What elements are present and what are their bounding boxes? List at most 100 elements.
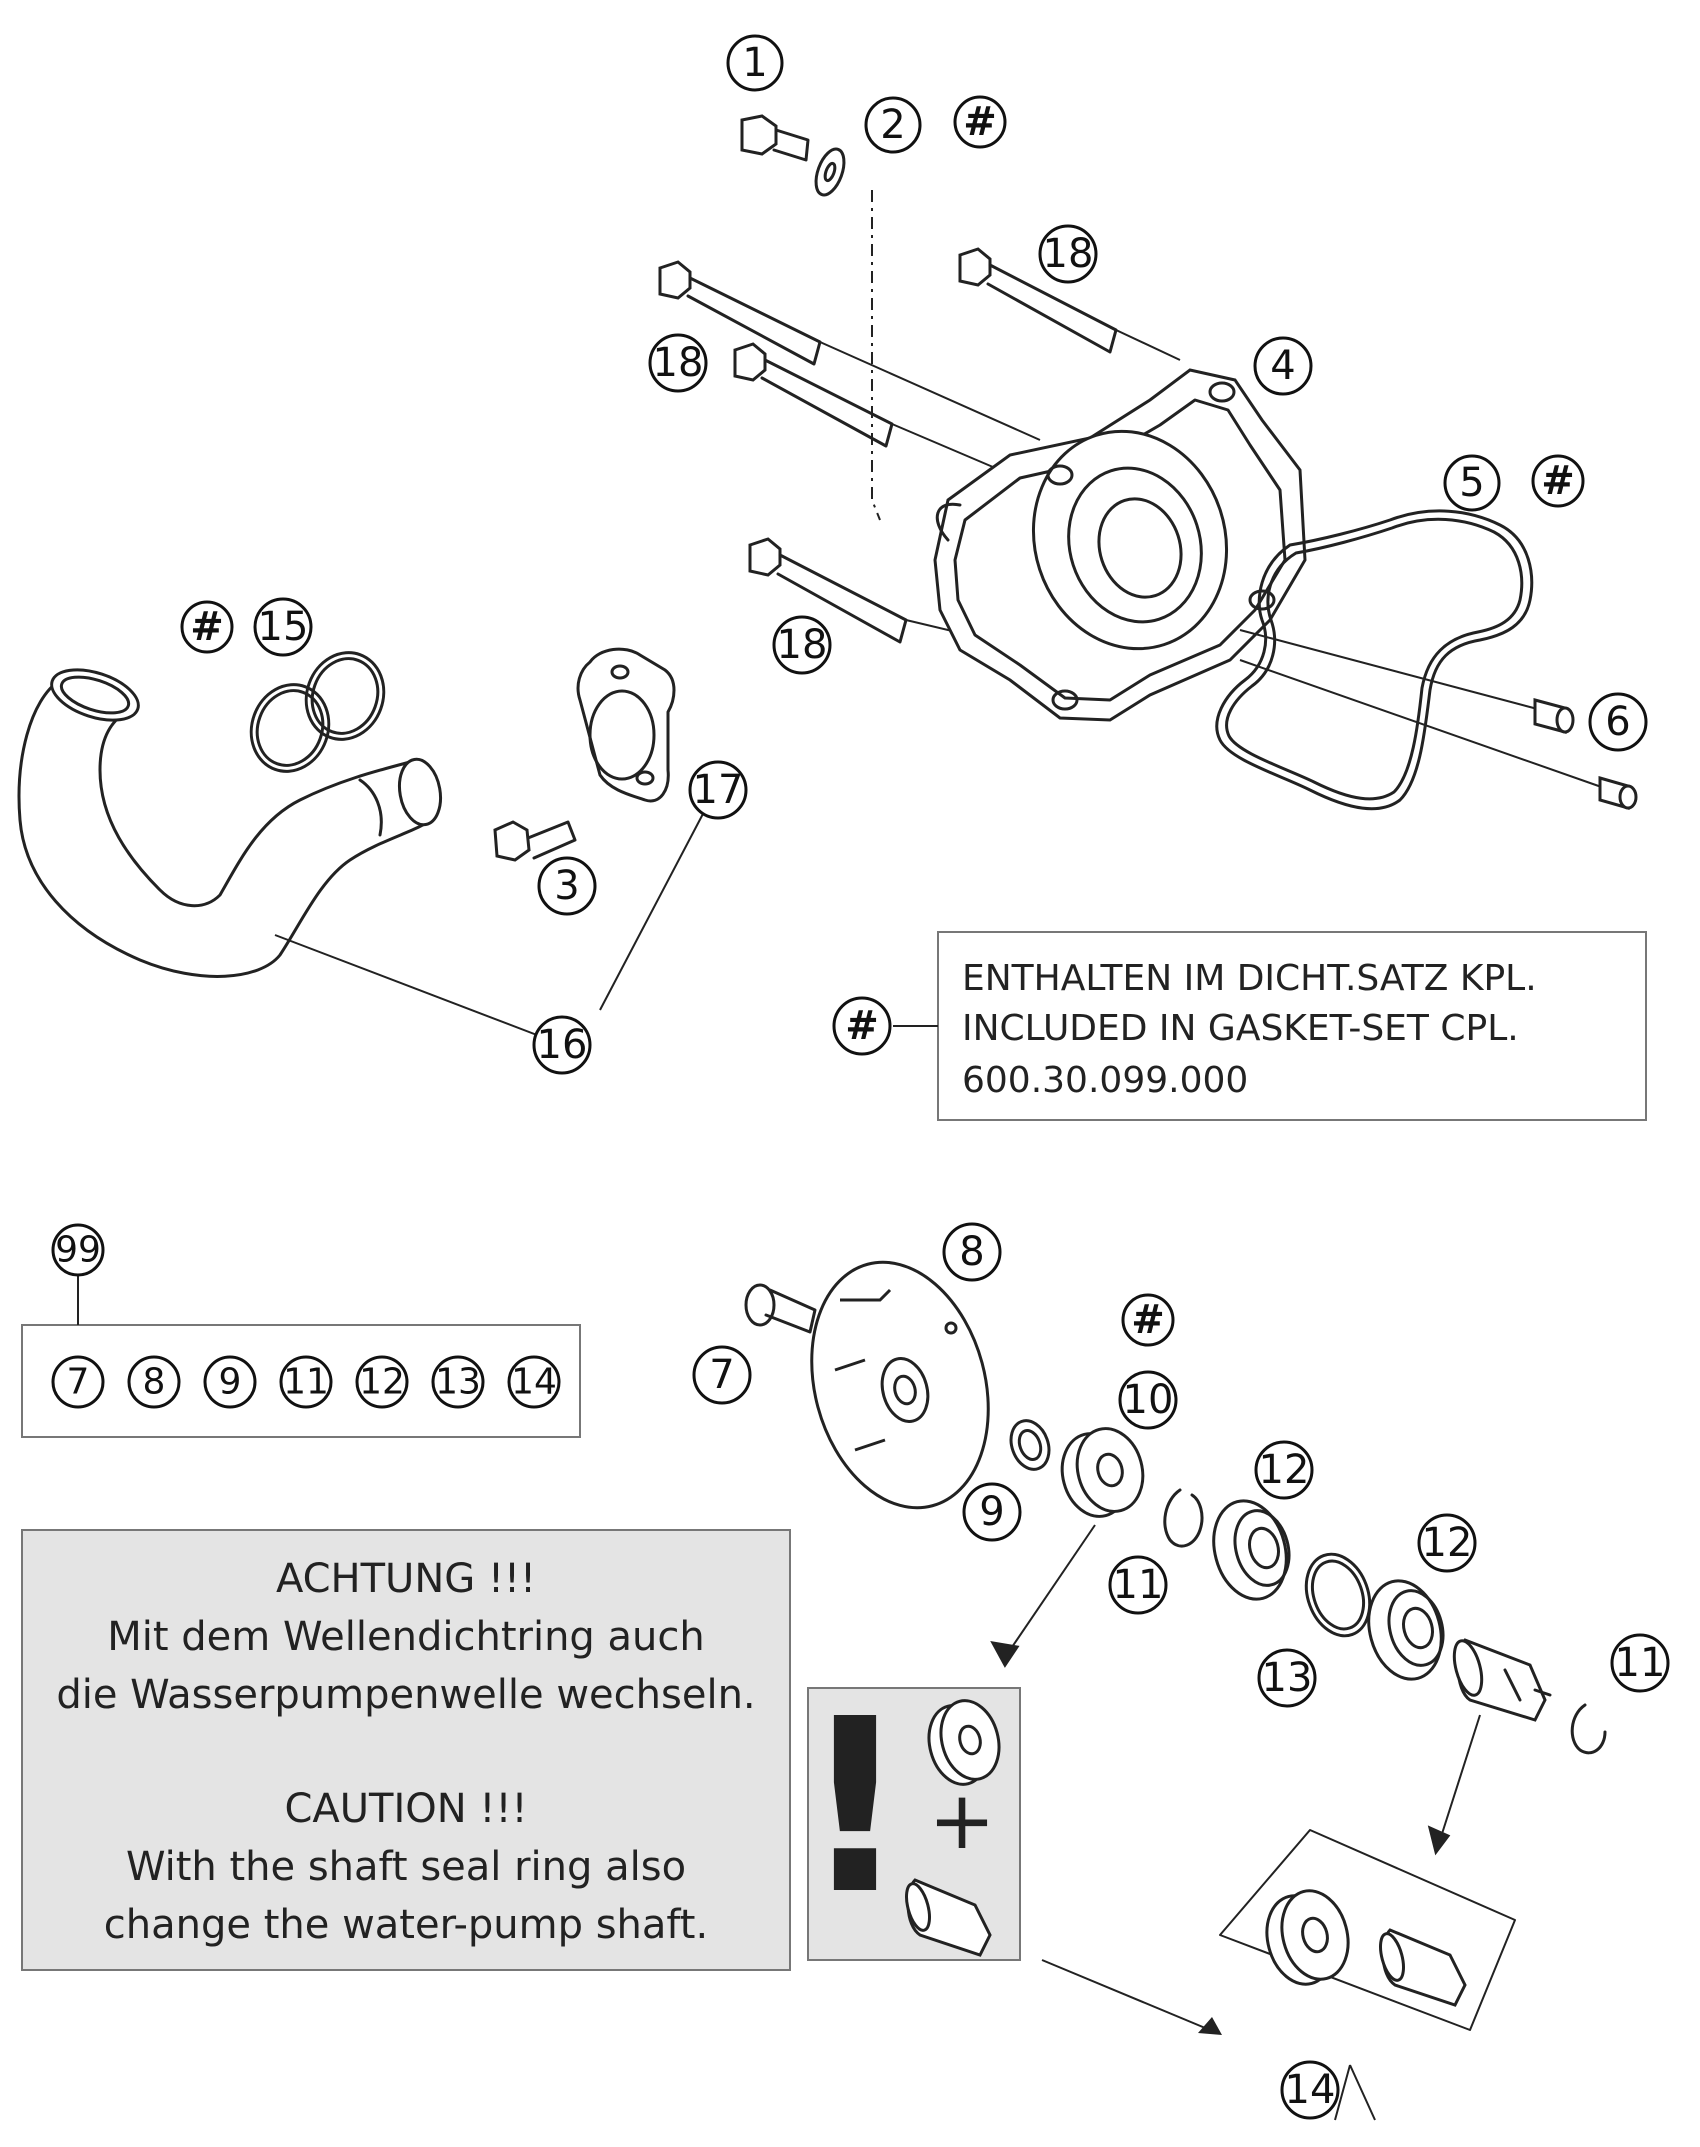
callout-9: 9 — [962, 1482, 1022, 1542]
callout-10: 10 — [1118, 1370, 1178, 1430]
callout-hash-5: # — [1531, 454, 1585, 508]
callout-18-top: 18 — [1038, 224, 1098, 284]
svg-text:14: 14 — [511, 1362, 557, 1403]
callout-11-a: 11 — [1108, 1555, 1168, 1615]
callout-12-b: 12 — [1417, 1513, 1477, 1573]
svg-text:5: 5 — [1459, 460, 1484, 506]
part-9-seal — [1009, 1419, 1051, 1471]
plus-sign: + — [928, 1774, 995, 1867]
callout-7: 7 — [692, 1345, 752, 1405]
kit-item-7: 7 — [51, 1355, 105, 1409]
caution-de-title: ACHTUNG !!! — [276, 1556, 536, 1602]
svg-text:7: 7 — [709, 1352, 734, 1398]
callout-1: 1 — [726, 34, 784, 92]
part-14-set-box — [1219, 1829, 1516, 2121]
part-8-impeller — [810, 1260, 990, 1510]
svg-text:99: 99 — [55, 1230, 101, 1271]
svg-text:14: 14 — [1285, 2067, 1336, 2113]
svg-text:6: 6 — [1605, 699, 1630, 745]
part-14-pump-shaft — [1427, 1638, 1552, 1856]
svg-text:16: 16 — [537, 1022, 588, 1068]
kit-item-8: 8 — [127, 1355, 181, 1409]
callout-hash-note: # — [832, 996, 892, 1056]
caution-note: ACHTUNG !!! Mit dem Wellendichtring auch… — [21, 1529, 791, 1971]
svg-text:8: 8 — [143, 1362, 166, 1403]
caution-en-line-2: change the water-pump shaft. — [104, 1902, 708, 1948]
svg-text:7: 7 — [67, 1362, 90, 1403]
part-2-washer — [814, 147, 846, 197]
warning-pictogram-box: ! + — [800, 1667, 1021, 1961]
svg-text:13: 13 — [435, 1362, 481, 1403]
svg-text:#: # — [190, 604, 224, 650]
kit-item-12: 12 — [355, 1355, 409, 1409]
svg-text:12: 12 — [1422, 1520, 1473, 1566]
svg-text:12: 12 — [1259, 1447, 1310, 1493]
svg-text:2: 2 — [880, 102, 905, 148]
svg-text:11: 11 — [283, 1362, 329, 1403]
kit-item-13: 13 — [431, 1355, 485, 1409]
part-5-gasket — [1215, 509, 1534, 811]
callout-12-a: 12 — [1254, 1440, 1314, 1500]
svg-text:11: 11 — [1113, 1562, 1164, 1608]
callout-11-b: 11 — [1610, 1633, 1670, 1693]
svg-text:10: 10 — [1123, 1377, 1174, 1423]
svg-text:9: 9 — [219, 1362, 242, 1403]
gasket-note-line-1: ENTHALTEN IM DICHT.SATZ KPL. — [962, 958, 1537, 999]
part-4-pump-cover — [933, 368, 1307, 722]
callout-5: 5 — [1443, 454, 1501, 512]
callout-15: 15 — [253, 597, 313, 657]
kit-item-9: 9 — [203, 1355, 257, 1409]
callout-18-left: 18 — [648, 333, 708, 393]
svg-text:18: 18 — [777, 622, 828, 668]
callout-2: 2 — [864, 96, 922, 154]
part-13-retaining-ring — [1304, 1552, 1372, 1638]
callout-3: 3 — [537, 856, 597, 916]
callout-4: 4 — [1253, 336, 1313, 396]
part-17-flange-gasket — [576, 647, 706, 1011]
callout-16: 16 — [532, 1015, 592, 1075]
callout-6: 6 — [1588, 692, 1648, 752]
caution-de-line-2: die Wasserpumpenwelle wechseln. — [56, 1672, 755, 1718]
svg-text:13: 13 — [1262, 1655, 1313, 1701]
part-12-bearings — [1212, 1499, 1445, 1681]
svg-text:#: # — [845, 1003, 879, 1049]
svg-text:18: 18 — [1043, 231, 1094, 277]
svg-text:3: 3 — [554, 863, 579, 909]
callout-13: 13 — [1257, 1648, 1317, 1708]
caution-en-line-1: With the shaft seal ring also — [126, 1844, 686, 1890]
gasket-set-note: ENTHALTEN IM DICHT.SATZ KPL. INCLUDED IN… — [893, 931, 1647, 1121]
gasket-note-line-2: INCLUDED IN GASKET-SET CPL. — [962, 1008, 1519, 1049]
svg-text:18: 18 — [653, 340, 704, 386]
callout-8: 8 — [942, 1222, 1002, 1282]
kit-99-box: 7 8 9 11 12 13 14 — [21, 1276, 581, 1438]
caution-de-line-1: Mit dem Wellendichtring auch — [107, 1614, 704, 1660]
svg-text:#: # — [963, 99, 997, 145]
part-10-shaft-seal-ring — [990, 1427, 1145, 1668]
part-15-o-rings — [249, 651, 386, 773]
svg-text:#: # — [1131, 1297, 1165, 1343]
svg-text:8: 8 — [959, 1229, 984, 1275]
part-7-screw — [744, 1283, 817, 1334]
svg-text:9: 9 — [979, 1489, 1004, 1535]
svg-text:#: # — [1541, 458, 1575, 504]
gasket-note-line-3: 600.30.099.000 — [962, 1060, 1248, 1101]
callout-14: 14 — [1280, 2060, 1340, 2120]
part-16-pipe — [17, 668, 551, 1041]
caution-en-title: CAUTION !!! — [284, 1786, 527, 1832]
exclamation-mark: ! — [800, 1667, 909, 1947]
svg-text:4: 4 — [1270, 343, 1295, 389]
callout-hash-10: # — [1121, 1293, 1175, 1347]
svg-text:1: 1 — [742, 40, 767, 86]
part-18-bolts — [658, 247, 1181, 644]
callout-17: 17 — [688, 760, 748, 820]
callout-hash-2: # — [953, 95, 1007, 149]
callout-99: 99 — [51, 1223, 105, 1277]
kit-item-11: 11 — [279, 1355, 333, 1409]
callout-hash-15: # — [180, 600, 234, 654]
part-1-screw — [740, 114, 810, 162]
svg-text:17: 17 — [693, 767, 744, 813]
kit-item-14: 14 — [507, 1355, 561, 1409]
svg-text:11: 11 — [1615, 1640, 1666, 1686]
part-3-screw — [493, 820, 577, 862]
callout-18-bottom: 18 — [772, 615, 832, 675]
